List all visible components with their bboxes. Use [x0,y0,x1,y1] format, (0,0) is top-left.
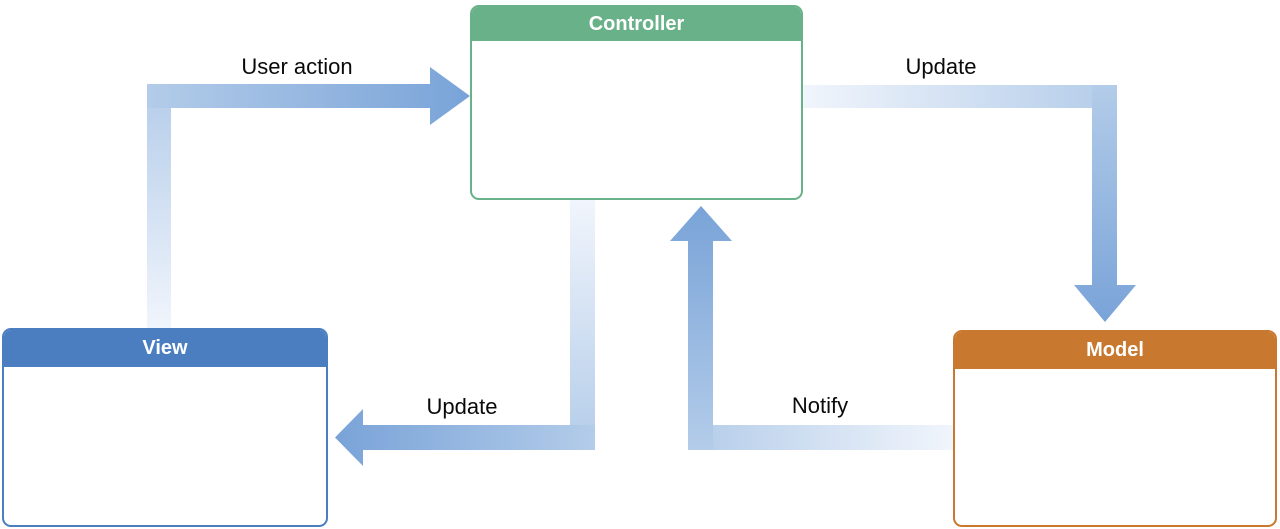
view-node-title: View [4,330,326,367]
update-model-arrow-head [1074,85,1136,322]
user-action-arrow-tail [147,84,171,328]
view-node: View [2,328,328,527]
user-action-arrow-head [147,67,470,125]
notify-arrow-head [670,206,732,450]
controller-node: Controller [470,5,803,200]
model-node: Model [953,330,1277,527]
notify-edge-label: Notify [791,393,849,418]
update-model-edge-label: Update [905,54,977,79]
model-node-title: Model [955,332,1275,369]
controller-node-title: Controller [472,7,801,41]
update-model-arrow-tail [803,85,1117,108]
update-view-edge-label: Update [426,394,498,419]
update-view-arrow-head [335,409,595,466]
user-action-edge-label: User action [241,54,353,79]
update-view-arrow-tail [570,200,595,450]
notify-arrow-tail [688,425,953,450]
